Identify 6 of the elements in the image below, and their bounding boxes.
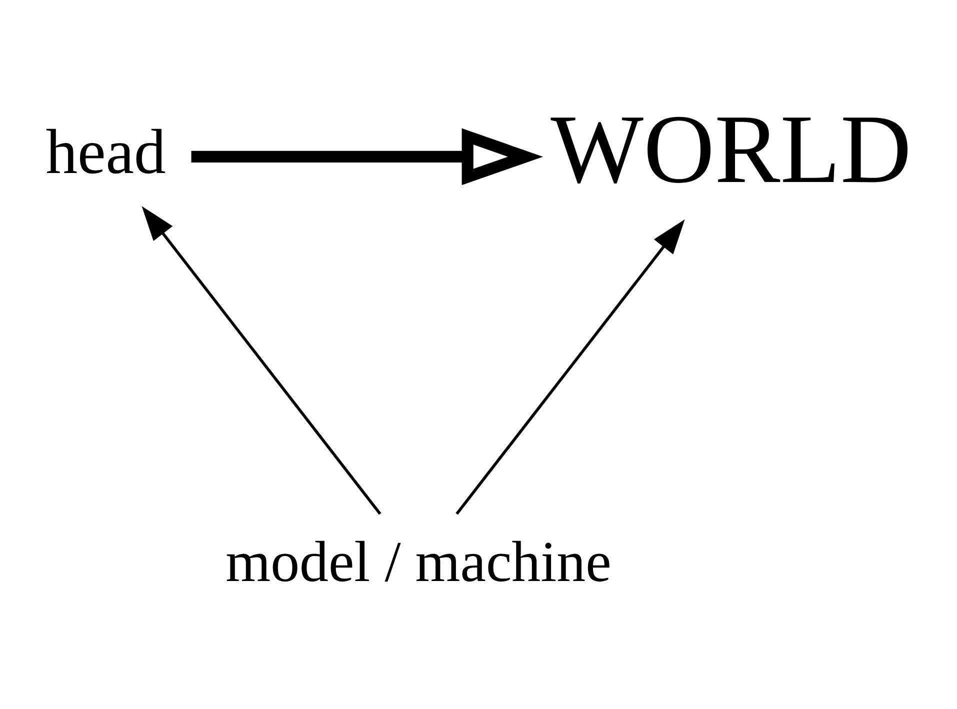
arrow	[142, 206, 382, 514]
node-text: WORLD	[550, 94, 912, 204]
node-text: model / machine	[226, 528, 612, 594]
node-text: head	[46, 115, 166, 186]
arrow	[191, 128, 543, 185]
arrow	[456, 218, 685, 514]
